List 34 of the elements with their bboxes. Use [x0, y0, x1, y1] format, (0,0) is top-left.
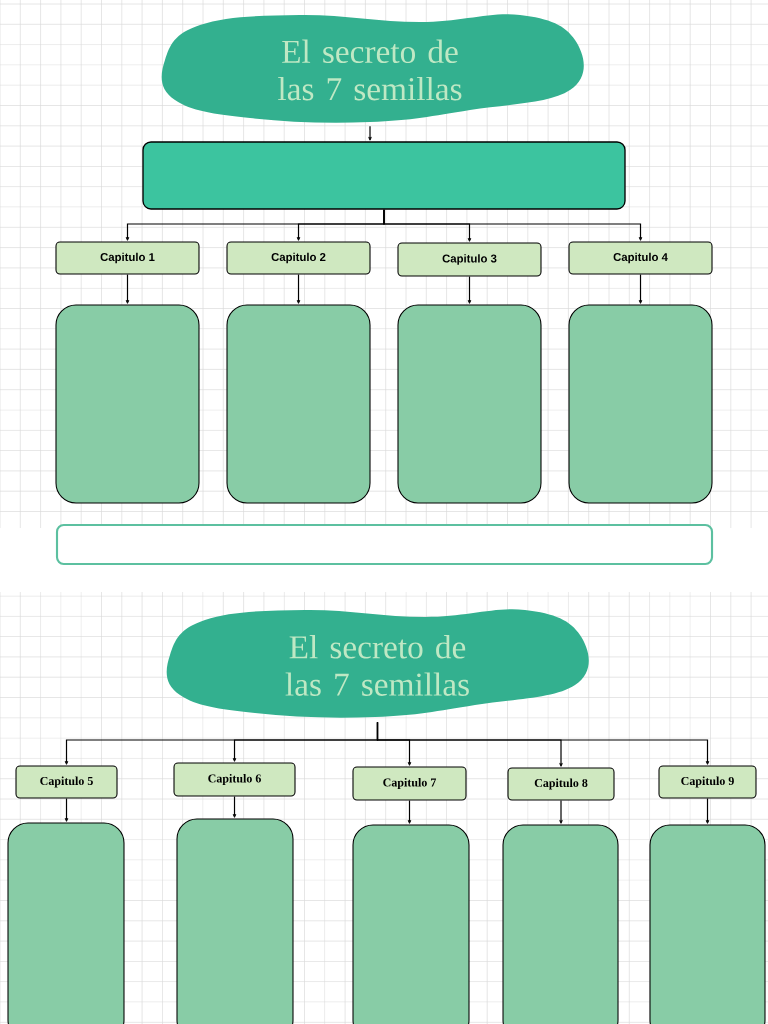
chapter-label: Capitulo 2: [226, 241, 371, 275]
content-box: [649, 824, 766, 1024]
content-box: [7, 822, 125, 1024]
chapter-label: Capitulo 1: [55, 241, 200, 275]
arrow: [383, 209, 643, 241]
arrow: [296, 273, 301, 304]
arrow: [705, 797, 710, 824]
chapter-label: Capitulo 9: [658, 765, 757, 799]
content-box: [352, 824, 470, 1024]
arrow: [559, 799, 563, 824]
content-box: [568, 304, 713, 504]
chapter-label: Capitulo 5: [15, 765, 118, 799]
content-box: [55, 304, 200, 504]
title-blob: El secreto de las 7 semillas: [166, 609, 589, 718]
title-blob: El secreto de las 7 semillas: [161, 14, 584, 123]
chapter-label: Capitulo 8: [507, 767, 615, 801]
arrow: [125, 273, 130, 304]
arrow: [467, 275, 472, 304]
chapter-label: Capitulo 4: [568, 241, 713, 275]
arrow: [64, 797, 69, 822]
chapter-label: Capitulo 6: [173, 762, 296, 797]
arrow: [368, 125, 372, 141]
note-box: [55, 523, 714, 566]
arrow: [638, 273, 643, 304]
summary-box: [142, 141, 626, 210]
content-box: [397, 304, 542, 504]
arrow: [407, 799, 412, 824]
content-box: [176, 818, 294, 1024]
content-box: [502, 824, 619, 1024]
arrow: [376, 721, 710, 765]
content-box: [226, 304, 371, 504]
chapter-label: Capitulo 7: [352, 766, 467, 801]
chapter-label: Capitulo 3: [397, 242, 542, 277]
arrow: [232, 795, 237, 818]
